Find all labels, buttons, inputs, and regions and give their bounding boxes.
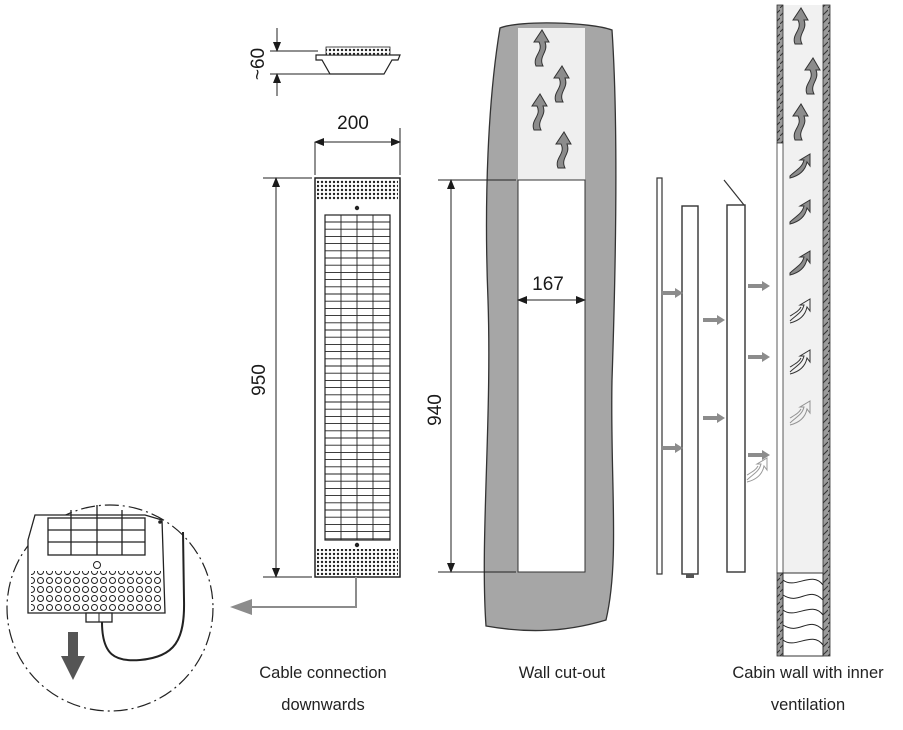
caption-wall-cutout: Wall cut-out — [482, 657, 642, 689]
caption-line: Cable connection — [259, 664, 387, 682]
width-dimension-label: 200 — [337, 113, 369, 134]
wall-cutout-view: 167 940 — [425, 22, 617, 632]
heater-top-view: ~60 — [248, 28, 401, 96]
depth-dimension-label: ~60 — [248, 48, 269, 80]
height-dimension-label: 950 — [249, 364, 270, 396]
cabin-wall-view — [656, 4, 831, 657]
caption-line: Cabin wall with inner — [732, 664, 884, 682]
cutout-width-label: 167 — [532, 274, 564, 295]
caption-line: downwards — [281, 696, 365, 714]
cable-connection-detail — [6, 504, 214, 712]
caption-cabin-wall: Cabin wall with inner ventilation — [708, 657, 903, 721]
caption-line: ventilation — [770, 696, 846, 714]
cutout-height-label: 940 — [425, 394, 446, 426]
heater-front-view: 200 950 — [230, 113, 401, 615]
caption-line: Wall cut-out — [518, 664, 606, 682]
caption-cable-connection: Cable connection downwards — [223, 657, 423, 721]
